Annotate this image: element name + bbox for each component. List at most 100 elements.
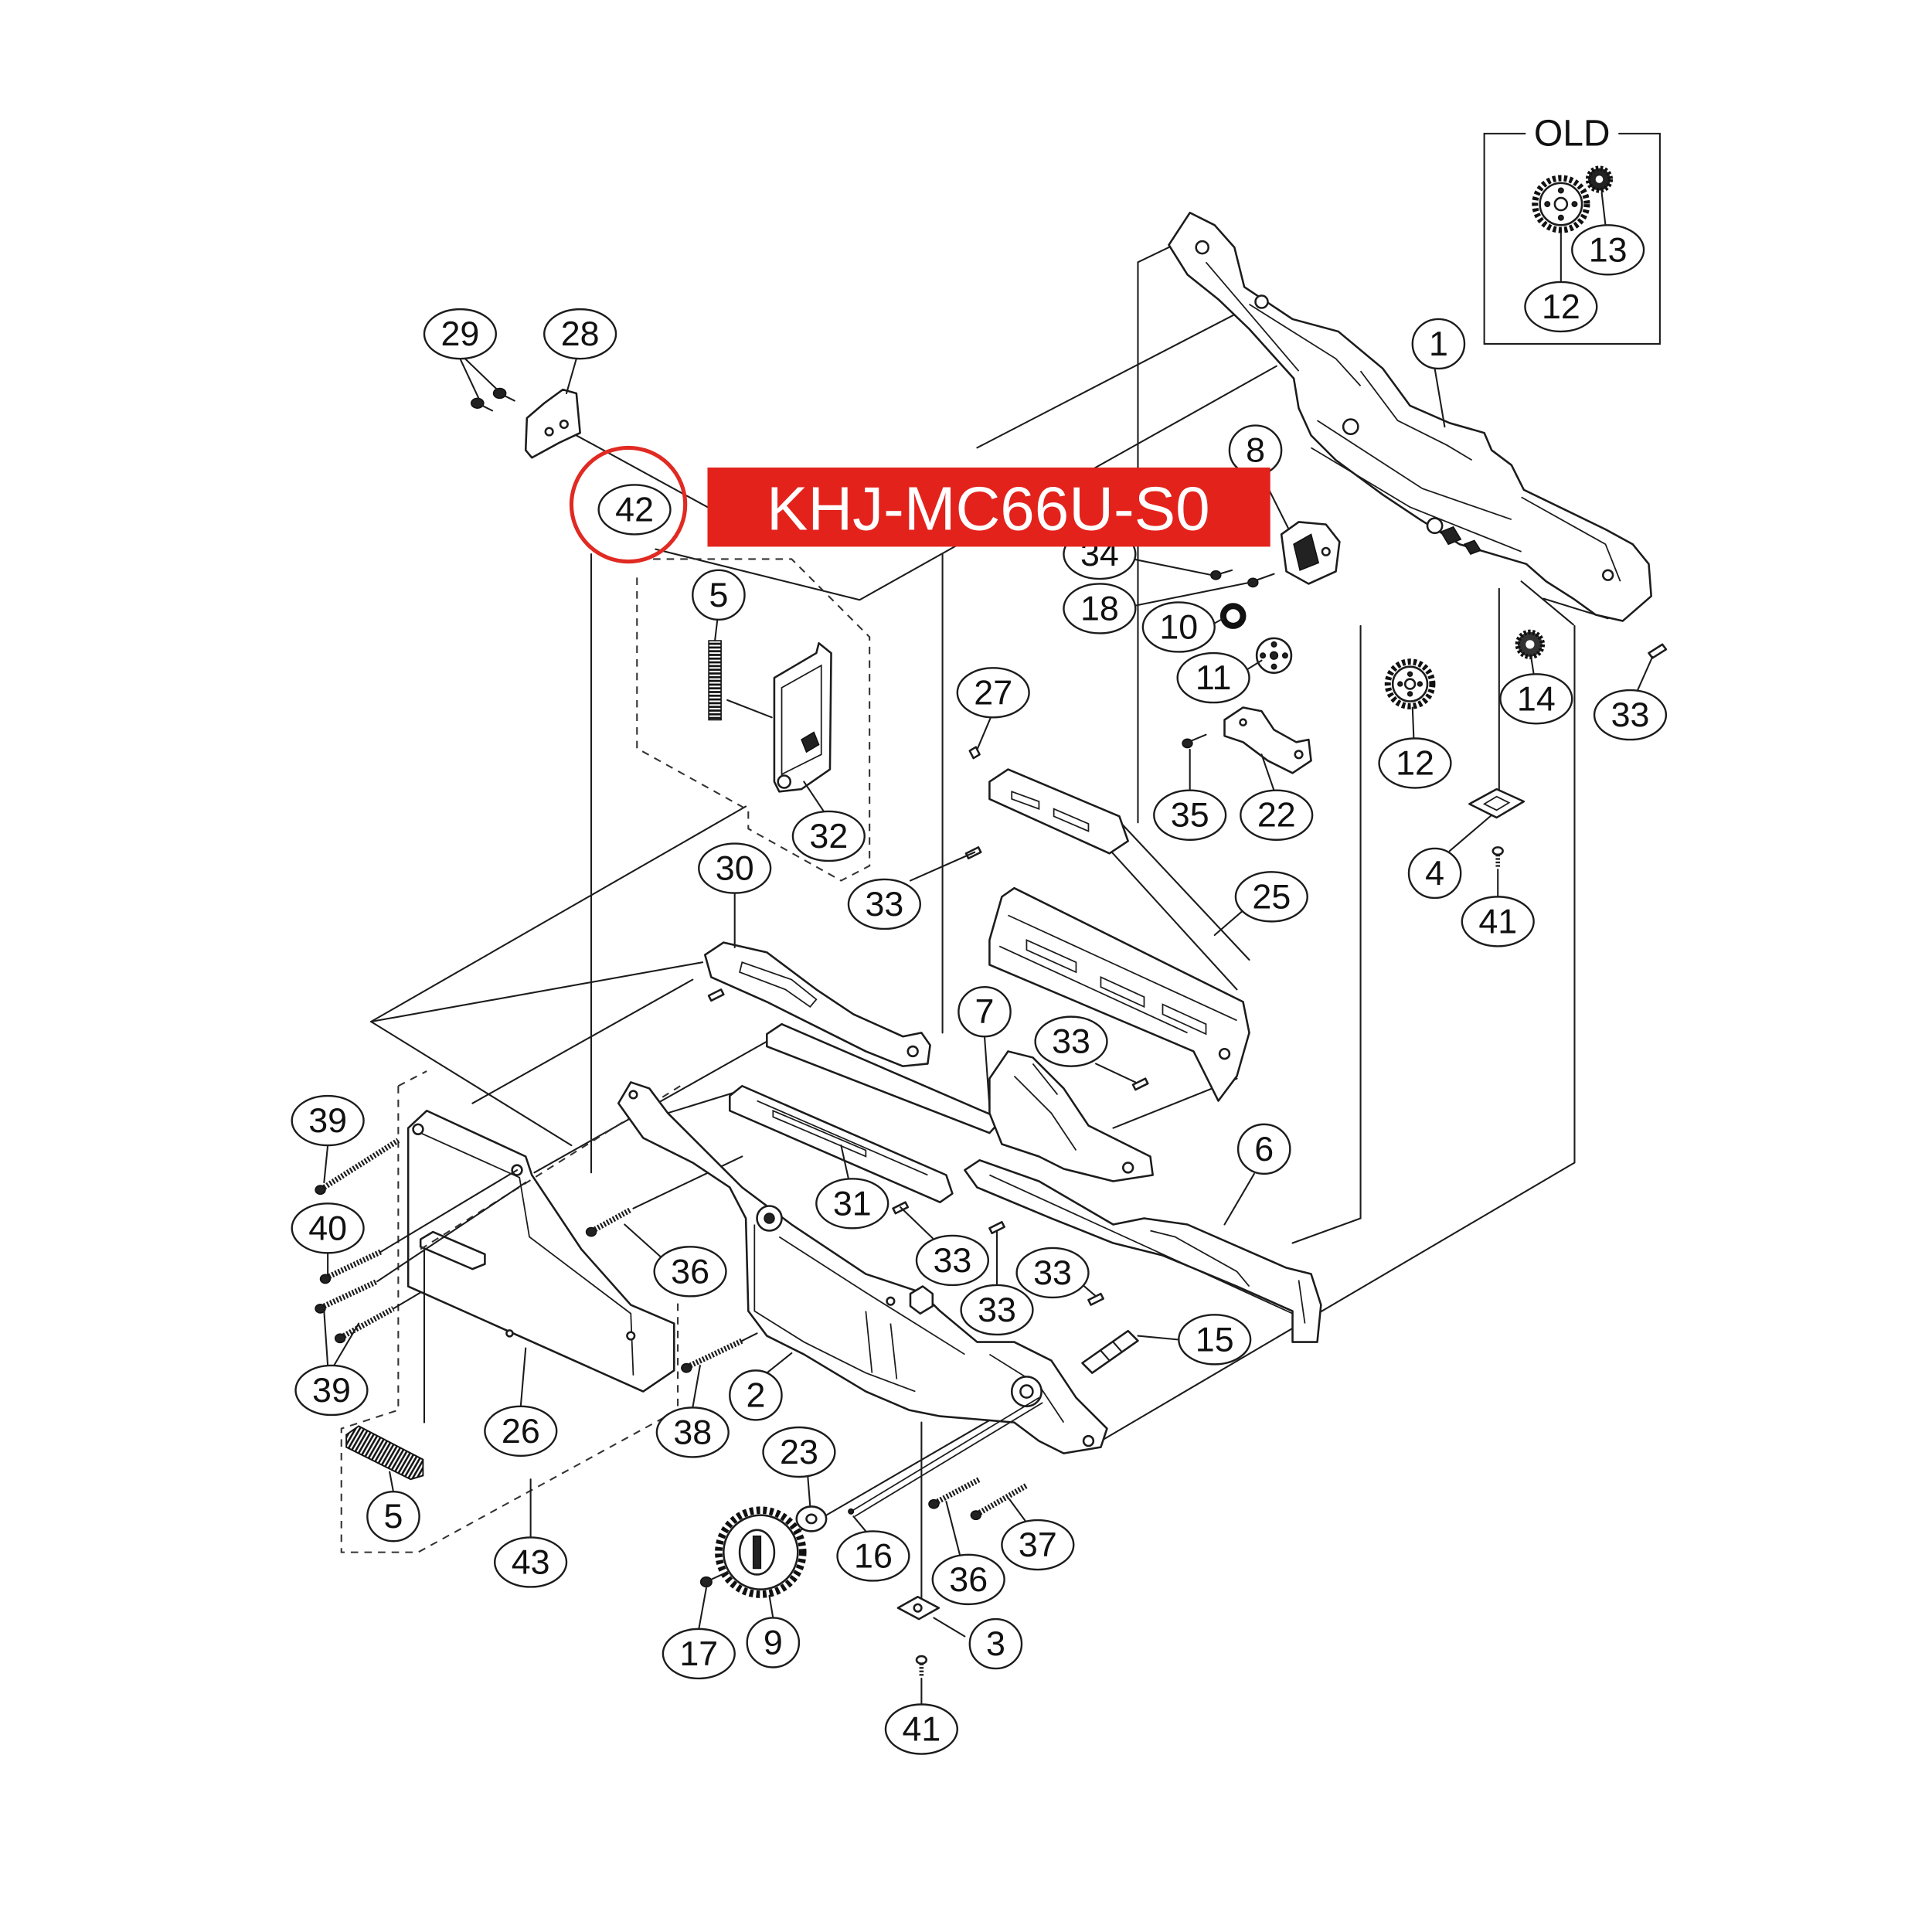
part-34-screw bbox=[1210, 569, 1233, 580]
part-41-screw-upper bbox=[1492, 846, 1504, 869]
callout-label: 41 bbox=[902, 1710, 940, 1749]
part-7-bracket bbox=[766, 1022, 1154, 1182]
callout-31: 31 bbox=[815, 1178, 889, 1230]
part-39-screw-upper bbox=[315, 1138, 400, 1196]
callout-label: 2 bbox=[746, 1376, 765, 1414]
part-5-spring-lower bbox=[345, 1425, 424, 1481]
callout-label: 33 bbox=[933, 1241, 971, 1280]
callout-label: 42 bbox=[615, 490, 654, 529]
callout-label: 6 bbox=[1254, 1130, 1274, 1168]
callout-label: 14 bbox=[1517, 679, 1556, 718]
callout-22: 22 bbox=[1240, 789, 1314, 841]
callout-label: 29 bbox=[440, 315, 479, 353]
callout-label: 33 bbox=[978, 1291, 1016, 1329]
callout-label: 8 bbox=[1246, 431, 1265, 470]
callout-36: 36 bbox=[653, 1246, 727, 1298]
callout-label: 15 bbox=[1196, 1320, 1234, 1359]
callout-15: 15 bbox=[1178, 1314, 1252, 1366]
callout-label: 35 bbox=[1171, 796, 1209, 835]
part-12-gear bbox=[1384, 658, 1436, 709]
callout-5: 5 bbox=[366, 1491, 420, 1543]
callout-4: 4 bbox=[1407, 847, 1462, 900]
part-14-gear bbox=[1515, 629, 1546, 660]
part-37-screw bbox=[970, 1483, 1029, 1521]
callout-8: 8 bbox=[1228, 424, 1283, 476]
callout-42: 42 bbox=[597, 484, 672, 536]
callout-label: 32 bbox=[809, 817, 848, 855]
part-36-screw-lower bbox=[928, 1477, 981, 1509]
callout-23: 23 bbox=[762, 1426, 836, 1478]
callout-label: 33 bbox=[1052, 1022, 1090, 1061]
old-version-box: OLD bbox=[1483, 113, 1661, 345]
callout-label: 38 bbox=[673, 1413, 712, 1451]
callout-label: 9 bbox=[764, 1623, 783, 1662]
banner-background bbox=[707, 467, 1270, 547]
old-box-label: OLD bbox=[1534, 113, 1611, 154]
callout-35: 35 bbox=[1153, 789, 1227, 841]
callout-13: 13 bbox=[1571, 224, 1645, 276]
callout-28: 28 bbox=[543, 308, 617, 360]
part-31-bar bbox=[729, 1084, 954, 1203]
part-4-plate bbox=[1468, 787, 1526, 819]
part-22-bracket bbox=[1223, 706, 1312, 774]
callout-label: 18 bbox=[1080, 589, 1119, 628]
part-8-plate bbox=[1280, 521, 1341, 585]
part-35-screw bbox=[1182, 733, 1207, 749]
part-9-sprocket bbox=[715, 1506, 807, 1598]
callout-33: 33 bbox=[1593, 689, 1668, 741]
callout-33: 33 bbox=[915, 1234, 990, 1287]
assembly-lines bbox=[370, 247, 1609, 1599]
part-28-bracket bbox=[524, 388, 581, 459]
banner-text: KHJ-MC66U-S0 bbox=[767, 474, 1210, 543]
callout-36: 36 bbox=[931, 1553, 1005, 1606]
callout-label: 17 bbox=[679, 1634, 718, 1673]
callout-37: 37 bbox=[1001, 1519, 1075, 1571]
callout-33: 33 bbox=[960, 1284, 1034, 1336]
callout-29: 29 bbox=[423, 308, 498, 360]
part-3-plate bbox=[896, 1595, 940, 1621]
callout-27: 27 bbox=[956, 667, 1030, 719]
part-1-main-frame bbox=[1168, 212, 1652, 622]
part-38-screw bbox=[681, 1332, 758, 1373]
callout-10: 10 bbox=[1141, 601, 1216, 653]
callout-33: 33 bbox=[1034, 1015, 1108, 1067]
callout-label: 16 bbox=[854, 1536, 893, 1575]
callout-label: 41 bbox=[1478, 902, 1517, 940]
part-17-screw bbox=[699, 1571, 729, 1588]
callouts: 13 12 1 29 28 8 42 34 18 10 11 5 27 14 3… bbox=[291, 224, 1668, 1755]
old-gear-13 bbox=[1585, 165, 1614, 193]
callout-label: 43 bbox=[512, 1543, 550, 1581]
callout-41: 41 bbox=[1461, 896, 1535, 947]
callout-30: 30 bbox=[698, 842, 772, 894]
callout-label: 36 bbox=[949, 1560, 988, 1599]
callout-leaders bbox=[323, 358, 1654, 1706]
callout-label: 10 bbox=[1159, 607, 1198, 646]
callout-label: 33 bbox=[1033, 1253, 1072, 1292]
callout-label: 30 bbox=[716, 849, 754, 888]
callout-label: 12 bbox=[1396, 744, 1434, 783]
callout-25: 25 bbox=[1234, 871, 1308, 923]
callout-label: 25 bbox=[1252, 877, 1291, 916]
callout-label: 23 bbox=[780, 1433, 818, 1471]
old-gear-12 bbox=[1532, 175, 1590, 233]
callout-label: 40 bbox=[308, 1209, 347, 1247]
part-33-pin bbox=[1648, 643, 1668, 659]
part-41-screw-lower bbox=[915, 1655, 928, 1678]
callout-label: 3 bbox=[986, 1624, 1005, 1663]
callout-41: 41 bbox=[884, 1703, 958, 1755]
callout-label: 7 bbox=[975, 992, 995, 1031]
callout-39: 39 bbox=[291, 1094, 365, 1147]
part-30-bar bbox=[704, 941, 931, 1067]
highlight-circle-42 bbox=[569, 445, 688, 564]
callout-6: 6 bbox=[1236, 1123, 1291, 1175]
callout-12: 12 bbox=[1524, 281, 1598, 333]
kit-43-dashed-box bbox=[340, 1070, 681, 1553]
callout-label: 33 bbox=[865, 885, 903, 923]
part-25-frame bbox=[988, 886, 1250, 1102]
part-33-pins bbox=[707, 846, 1149, 1306]
callout-18: 18 bbox=[1063, 583, 1137, 634]
part-6-bar bbox=[964, 1159, 1322, 1343]
callout-label: 1 bbox=[1429, 325, 1448, 363]
